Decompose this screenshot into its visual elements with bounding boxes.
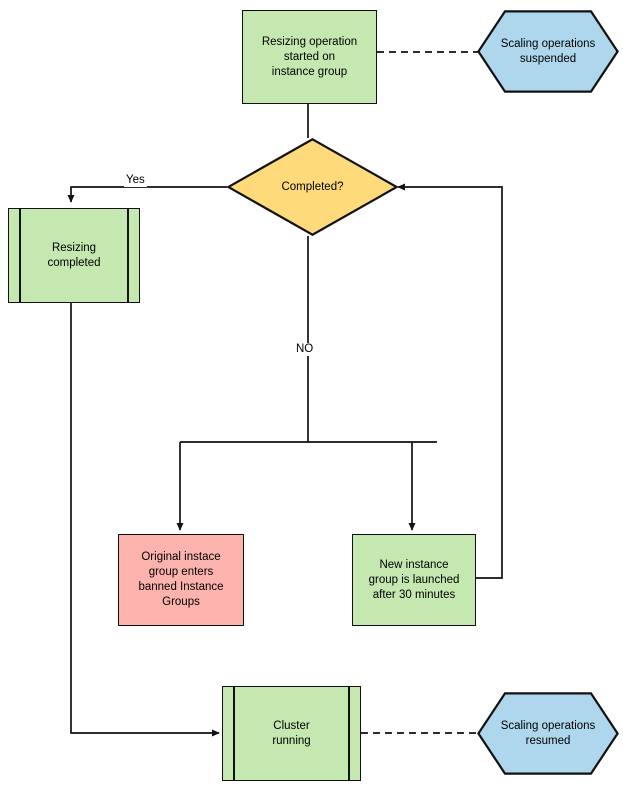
edge-completed-to-cluster [70, 303, 220, 737]
node-original-group-banned-label: Original instace group enters banned Ins… [138, 551, 224, 608]
node-cluster-running-label: Cluster running [272, 719, 311, 747]
node-new-group-launched-label: New instance group is launched after 30 … [368, 558, 460, 601]
edge-label-yes: Yes [124, 174, 147, 187]
hexagon-shape [477, 10, 619, 93]
predefined-process-bar-right [127, 209, 129, 302]
diamond-shape [227, 138, 398, 236]
node-new-group-launched[interactable]: New instance group is launched after 30 … [352, 534, 476, 626]
node-original-group-banned[interactable]: Original instace group enters banned Ins… [118, 534, 244, 626]
node-completed-decision[interactable]: Completed? [227, 138, 398, 236]
node-resizing-started-label: Resizing operation started on instance g… [261, 35, 358, 78]
node-resizing-completed[interactable]: Resizing completed [8, 208, 140, 303]
node-scaling-resumed-label: Scaling operations resumed [500, 719, 596, 747]
edge-label-no: NO [294, 343, 316, 356]
predefined-process-bar-left [19, 209, 21, 302]
node-scaling-suspended[interactable]: Scaling operations suspended [477, 10, 619, 93]
edge-decision-yes [67, 186, 227, 203]
node-scaling-suspended-label: Scaling operations suspended [500, 37, 596, 65]
node-cluster-running[interactable]: Cluster running [222, 686, 361, 781]
predefined-process-bar-left [233, 687, 235, 780]
node-completed-decision-label: Completed? [281, 180, 344, 193]
node-scaling-resumed[interactable]: Scaling operations resumed [477, 692, 619, 775]
edge-new-group-feedback [397, 183, 503, 579]
node-resizing-completed-label: Resizing completed [47, 241, 101, 269]
node-resizing-started[interactable]: Resizing operation started on instance g… [242, 10, 377, 104]
hexagon-shape [477, 692, 619, 775]
predefined-process-bar-right [348, 687, 350, 780]
